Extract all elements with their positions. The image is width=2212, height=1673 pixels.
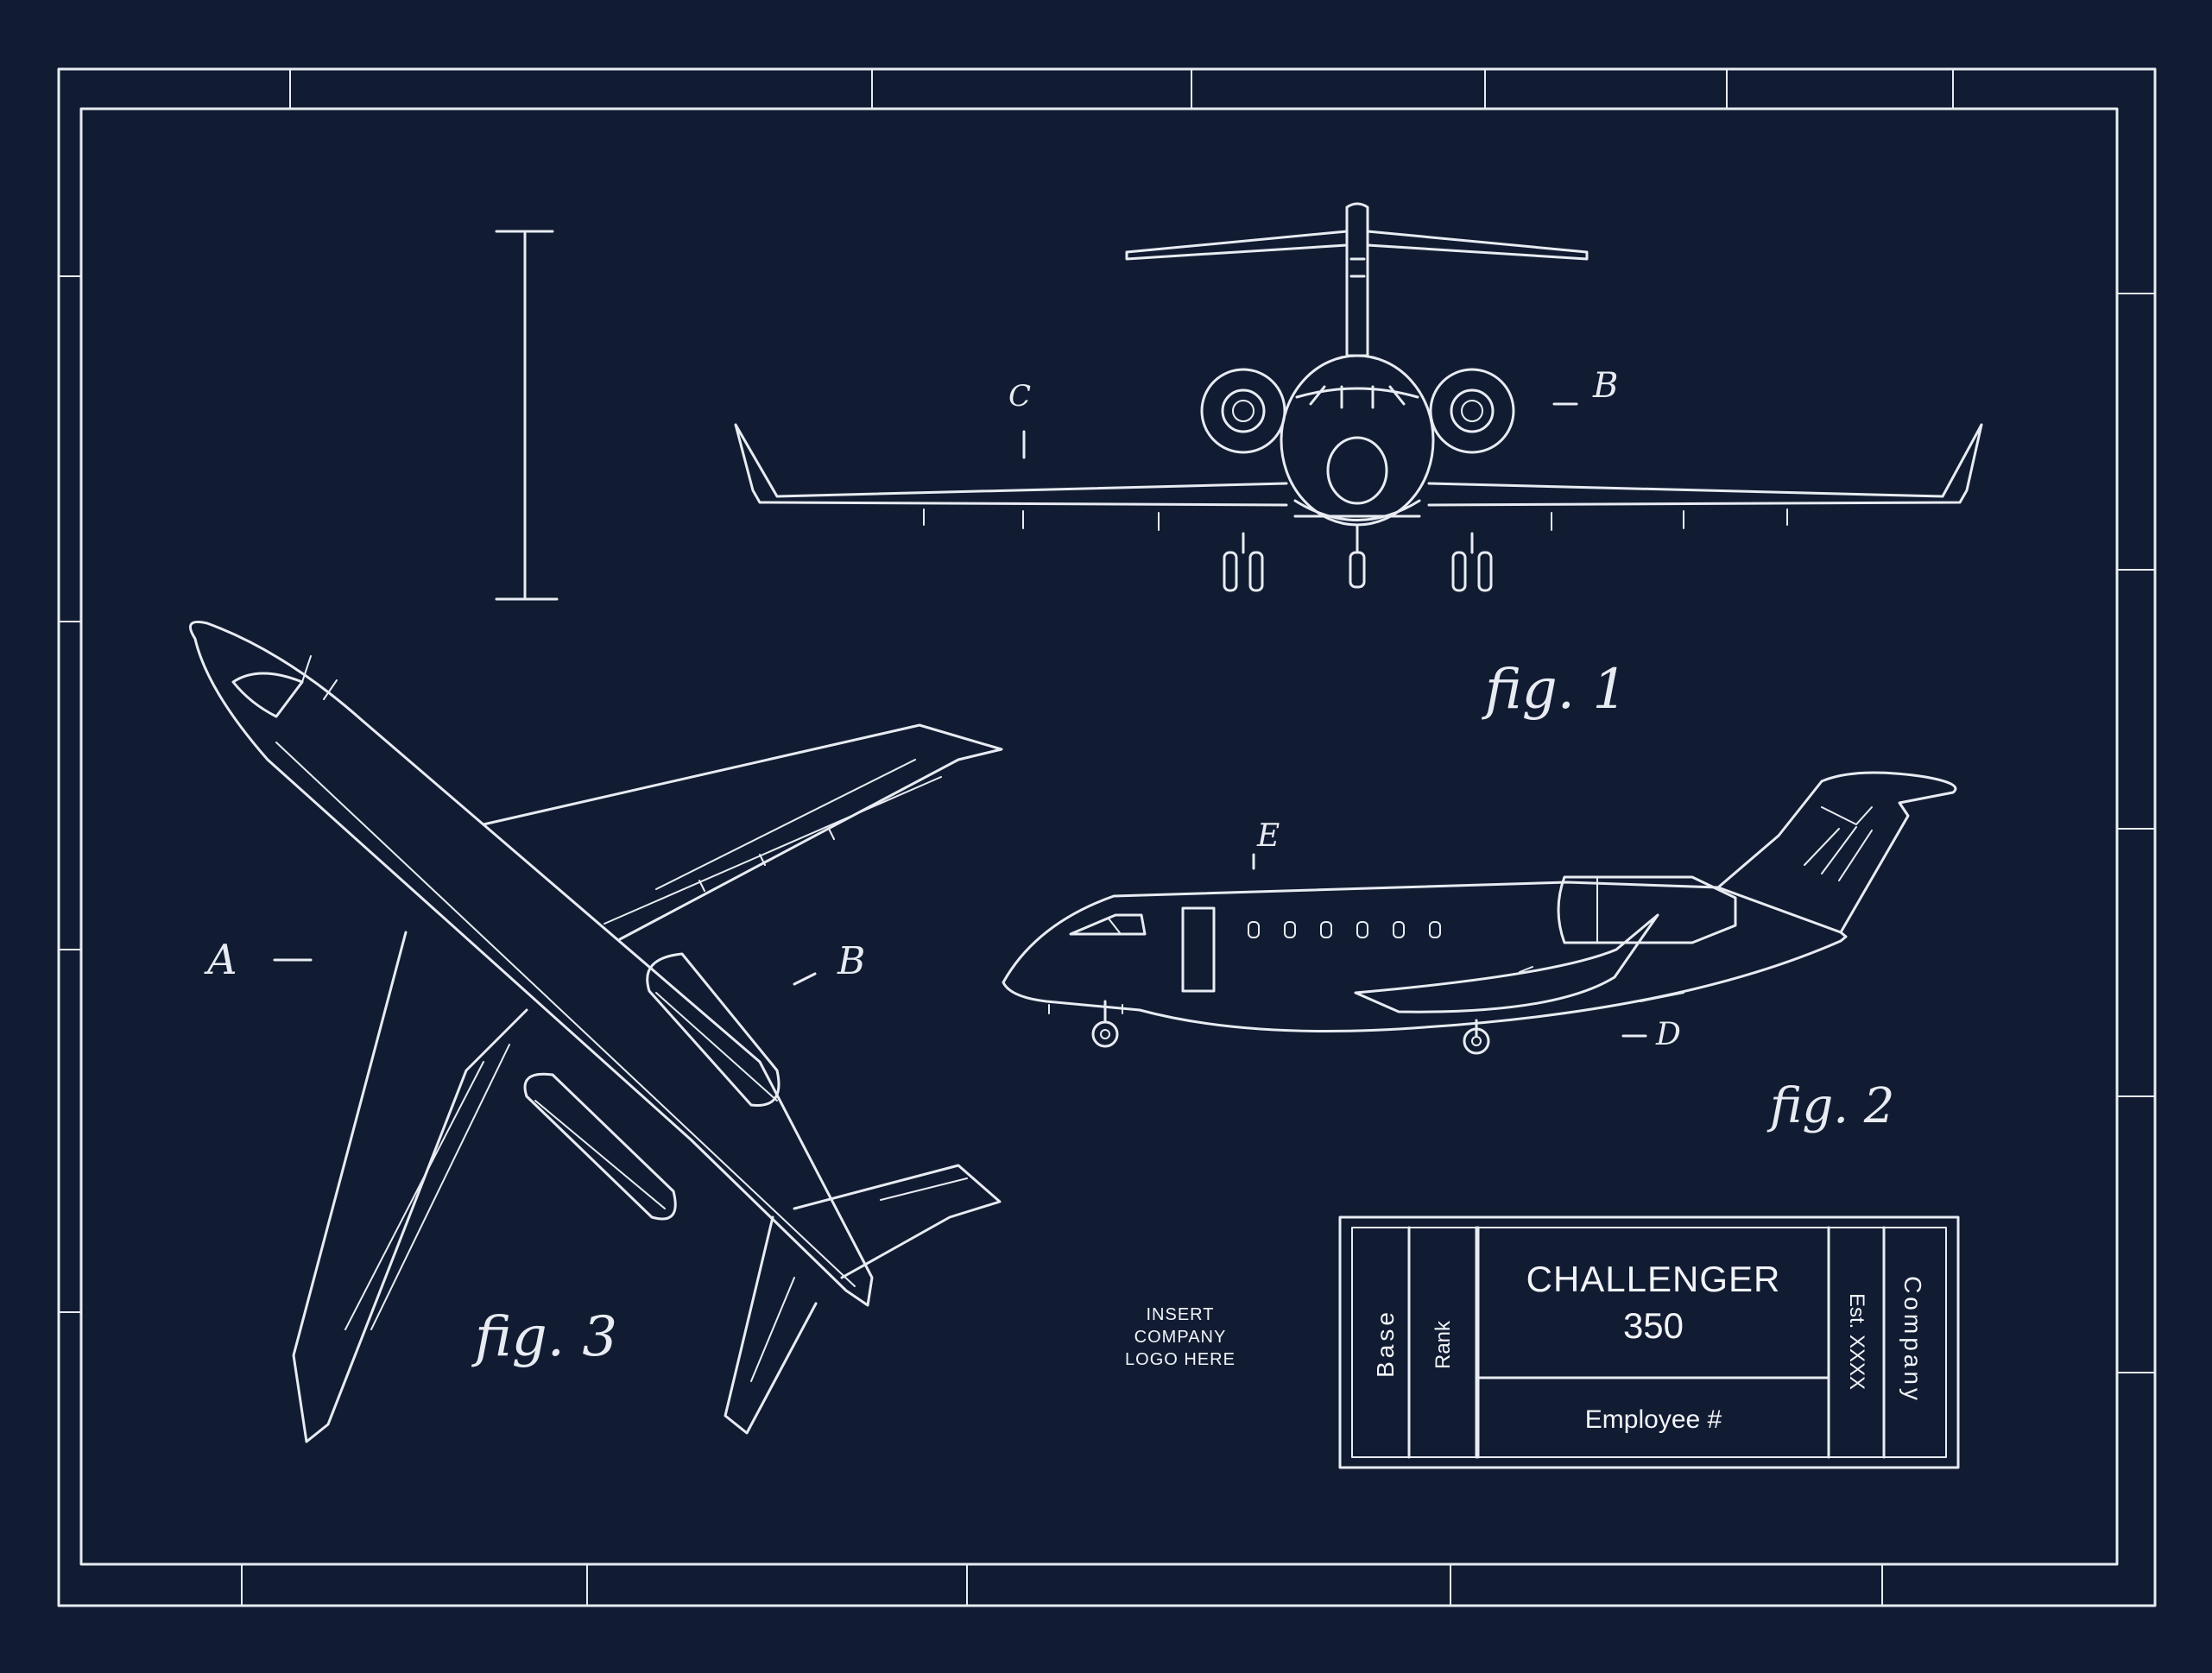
base-field: Base [1372,1309,1399,1378]
logo-line-3: LOGO HERE [1125,1350,1236,1369]
employee-number-field: Employee # [1584,1405,1722,1434]
label-e: E [1256,818,1280,854]
logo-line-2: COMPANY [1134,1328,1227,1347]
label-a: A [204,936,237,984]
airplane-front-view [734,202,1983,592]
rank-field: Rank [1431,1320,1455,1370]
blueprint-border [57,67,2157,1607]
scale-bar [495,230,559,601]
company-field: Company [1899,1276,1926,1404]
label-b-front: B [1592,366,1618,406]
label-c: C [1008,379,1031,414]
label-b-top: B [837,939,865,983]
aircraft-title-line1: CHALLENGER [1526,1259,1781,1299]
logo-line-1: INSERT [1146,1305,1215,1324]
fig2-label: fig. 2 [1766,1078,1894,1134]
title-block-frame [1338,1215,1960,1469]
established-field: Est. XXXX [1845,1292,1868,1391]
airplane-side-view [1002,771,1957,1055]
fig1-label: fig. 1 [1482,658,1627,722]
figure-labels: fig. 1 fig. 2 fig. 3 A B C B D E [204,366,1894,1369]
fig3-label: fig. 3 [471,1305,617,1369]
aircraft-title-line2: 350 [1622,1305,1684,1346]
label-d: D [1655,1017,1681,1052]
airplane-top-view [188,621,1003,1443]
